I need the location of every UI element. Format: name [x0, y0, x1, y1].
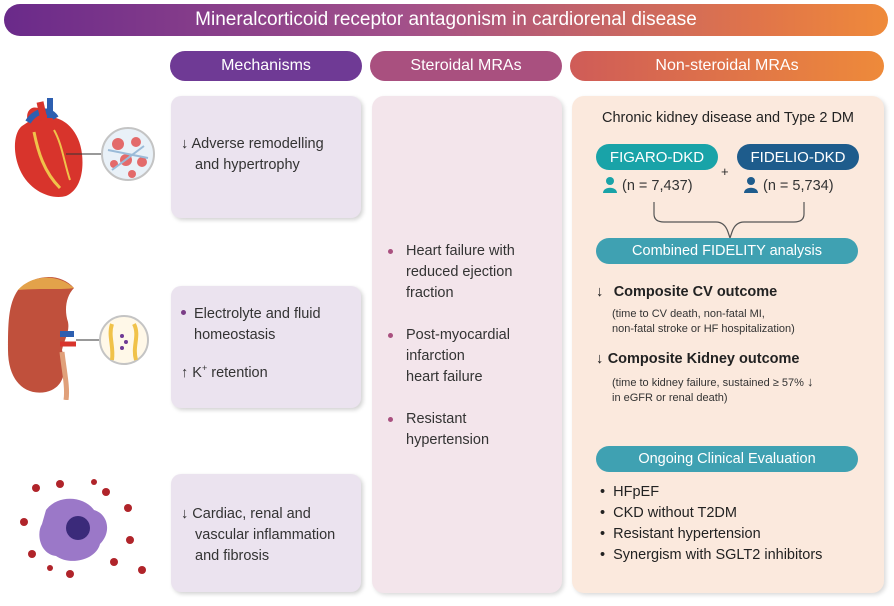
- steroidal-text: hypertension: [406, 432, 490, 448]
- steroidal-item-resistant-htn: Resistant hypertension: [388, 409, 558, 451]
- person-icon: [744, 177, 758, 193]
- trial-figaro-n: (n = 7,437): [622, 178, 693, 194]
- trial-fidelio-badge: FIDELIO-DKD: [737, 144, 859, 170]
- header-steroidal-label: Steroidal MRAs: [410, 57, 522, 74]
- down-arrow-icon: ↓: [806, 374, 814, 389]
- nonsteroidal-box: [572, 96, 884, 593]
- potassium-charge: +: [201, 363, 208, 373]
- mechanism-text: Adverse remodelling: [191, 136, 324, 152]
- kidney-illustration: [8, 276, 149, 400]
- steroidal-box: [372, 96, 562, 593]
- steroidal-item-post-mi: Post-myocardial infarction heart failure: [388, 325, 558, 388]
- page-title: Mineralcorticoid receptor antagonism in …: [195, 9, 697, 30]
- ongoing-item-text: HFpEF: [613, 484, 660, 500]
- trial-fidelio-label: FIDELIO-DKD: [750, 148, 846, 166]
- mechanism-box-remodelling: ↓ Adverse remodelling and hypertrophy: [171, 96, 361, 218]
- ongoing-evaluation-badge: Ongoing Clinical Evaluation: [596, 446, 858, 472]
- down-arrow-icon: ↓: [596, 284, 604, 300]
- steroidal-item-hfref: Heart failure with reduced ejection frac…: [388, 241, 558, 304]
- cv-outcome-desc: (time to CV death, non-fatal MI,: [612, 308, 765, 320]
- header-mechanisms: Mechanisms: [170, 51, 362, 81]
- down-arrow-icon: ↓: [181, 506, 189, 522]
- down-arrow-icon: ↓: [596, 351, 604, 367]
- kidney-outcome-title: Composite Kidney outcome: [607, 351, 800, 367]
- steroidal-text: Heart failure with: [406, 243, 515, 259]
- header-mechanisms-label: Mechanisms: [221, 57, 311, 74]
- mechanism-text: and fibrosis: [195, 548, 270, 564]
- ongoing-evaluation-label: Ongoing Clinical Evaluation: [638, 451, 816, 467]
- trial-figaro-label: FIGARO-DKD: [609, 148, 705, 166]
- steroidal-text: reduced ejection: [406, 264, 513, 280]
- ongoing-item-text: Synergism with SGLT2 inhibitors: [613, 547, 823, 563]
- cv-outcome: ↓ Composite CV outcome (time to CV death…: [596, 283, 876, 337]
- ongoing-list: • HFpEF • CKD without T2DM • Resistant h…: [600, 482, 870, 566]
- potassium-symbol: K: [192, 364, 202, 381]
- bullet-icon: [181, 309, 186, 315]
- plus-sign: +: [721, 164, 729, 179]
- combined-fidelity-badge: Combined FIDELITY analysis: [596, 238, 858, 264]
- list-item: • HFpEF: [600, 484, 660, 500]
- list-item: • CKD without T2DM: [600, 505, 737, 521]
- heart-illustration: [14, 98, 155, 197]
- mechanism-text: Electrolyte and fluid: [194, 306, 321, 322]
- mechanism-box-inflammation: ↓ Cardiac, renal and vascular inflammati…: [171, 474, 361, 592]
- cv-outcome-title: Composite CV outcome: [613, 284, 778, 300]
- cv-outcome-desc: non-fatal stroke or HF hospitalization): [612, 323, 795, 335]
- list-item: • Resistant hypertension: [600, 526, 761, 542]
- mechanism-box-electrolyte: Electrolyte and fluid homeostasis ↑ K+ r…: [171, 286, 361, 408]
- bracket-connector: [653, 202, 805, 238]
- steroidal-text: fraction: [406, 285, 454, 301]
- down-arrow-icon: ↓: [181, 136, 189, 152]
- steroidal-text: heart failure: [406, 369, 483, 385]
- title-banner: Mineralcorticoid receptor antagonism in …: [4, 4, 888, 36]
- combined-fidelity-label: Combined FIDELITY analysis: [632, 243, 822, 259]
- bullet-icon: [388, 249, 393, 254]
- mechanism-text: homeostasis: [194, 327, 276, 343]
- trial-figaro-badge: FIGARO-DKD: [596, 144, 718, 170]
- person-icon: [603, 177, 617, 193]
- steroidal-text: Resistant: [406, 411, 467, 427]
- steroidal-text: infarction: [406, 348, 465, 364]
- mechanism-text: and hypertrophy: [195, 157, 300, 173]
- ongoing-item-text: Resistant hypertension: [613, 526, 761, 542]
- bullet-icon: [388, 417, 393, 422]
- list-item: • Synergism with SGLT2 inhibitors: [600, 547, 823, 563]
- kidney-outcome-desc: (time to kidney failure, sustained ≥ 57%: [612, 377, 804, 389]
- mechanism-text: vascular inflammation: [195, 527, 336, 543]
- kidney-outcome-desc: in eGFR or renal death): [612, 392, 728, 404]
- up-arrow-icon: ↑: [181, 364, 189, 381]
- ongoing-item-text: CKD without T2DM: [613, 505, 737, 521]
- trial-fidelio-n: (n = 5,734): [763, 178, 834, 194]
- header-steroidal: Steroidal MRAs: [370, 51, 562, 81]
- steroidal-text: Post-myocardial: [406, 327, 510, 343]
- bullet-icon: [388, 333, 393, 338]
- header-nonsteroidal-label: Non-steroidal MRAs: [655, 57, 799, 74]
- nonsteroidal-subtitle: Chronic kidney disease and Type 2 DM: [601, 110, 854, 126]
- inflammation-cell-illustration: [20, 479, 146, 578]
- kidney-outcome: ↓ Composite Kidney outcome (time to kidn…: [596, 350, 881, 406]
- mechanism-text: Cardiac, renal and: [192, 506, 311, 522]
- mechanism-text: retention: [207, 364, 268, 381]
- header-nonsteroidal: Non-steroidal MRAs: [570, 51, 884, 81]
